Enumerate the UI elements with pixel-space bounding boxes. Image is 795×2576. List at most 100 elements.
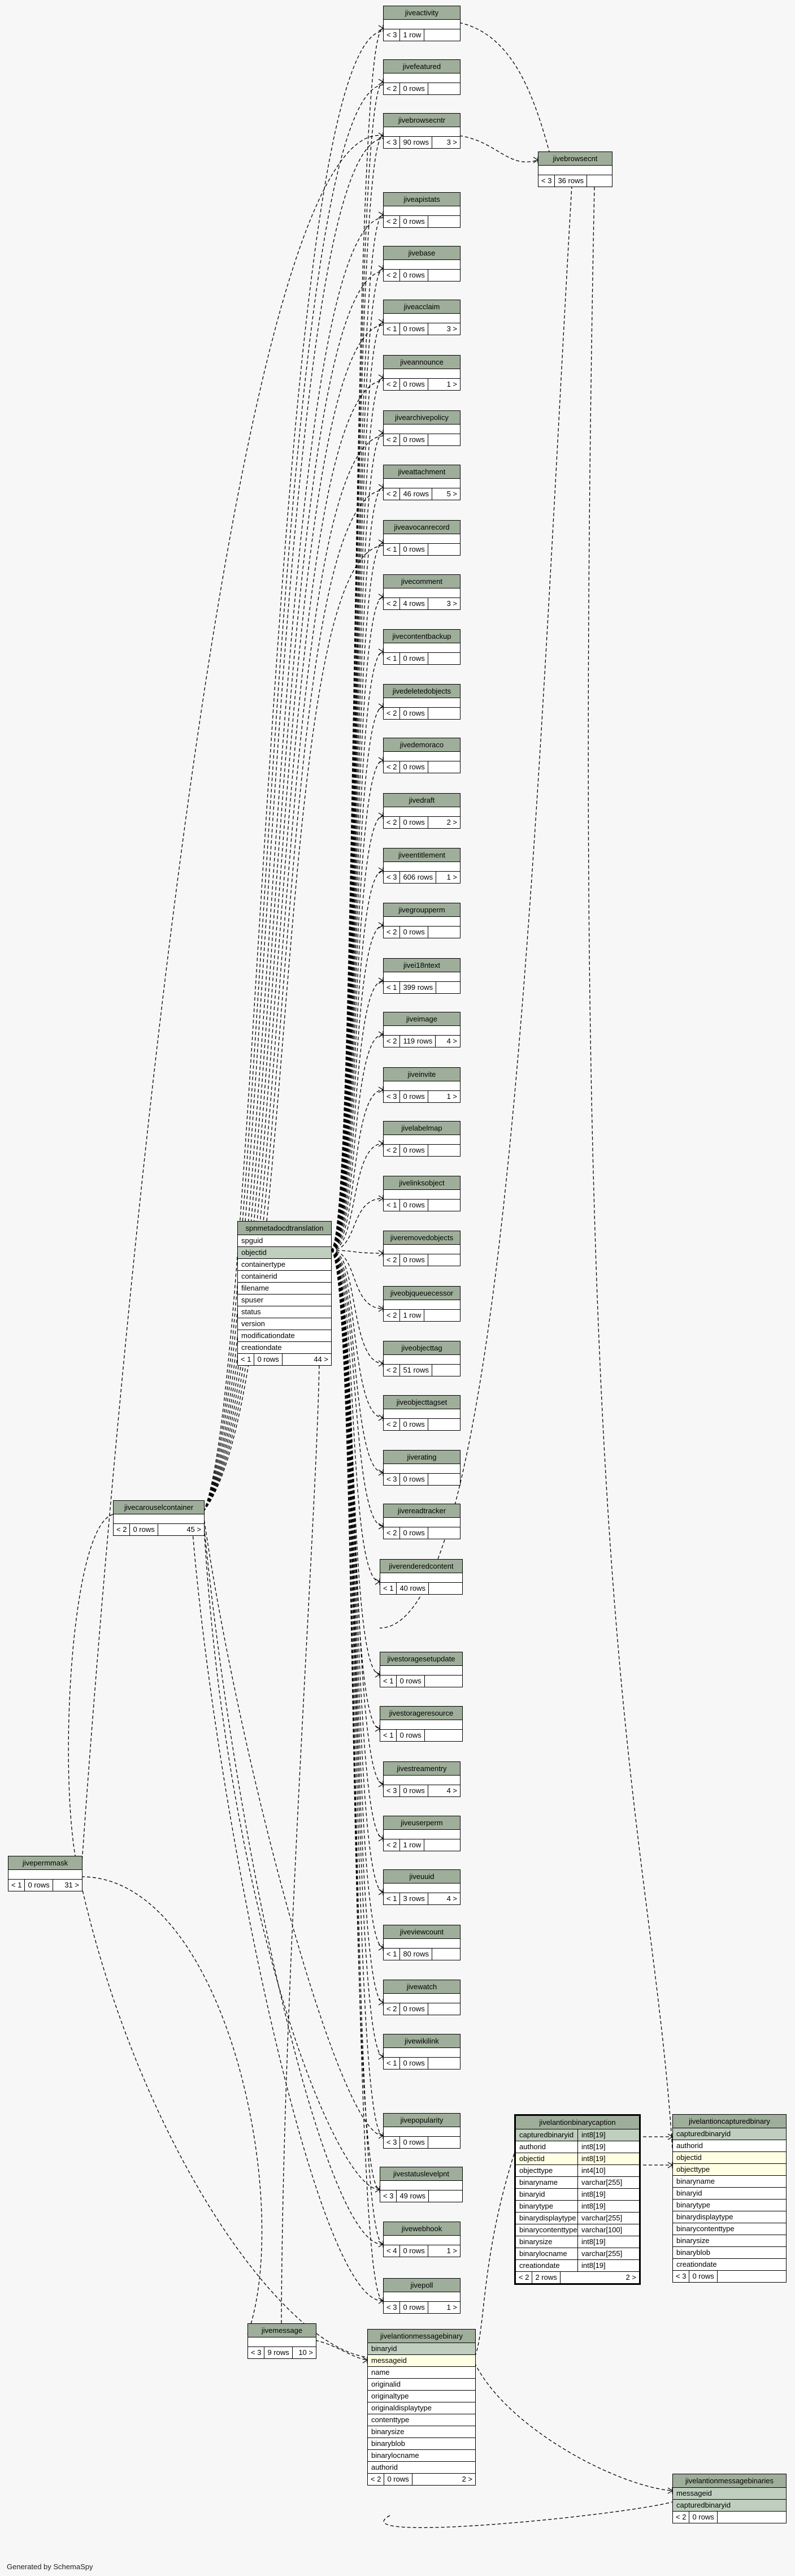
table-title[interactable]: jivestoragesetupdate (380, 1652, 462, 1666)
column-row[interactable]: binarytype (673, 2200, 786, 2211)
table-title[interactable]: jivepermmask (8, 1856, 82, 1870)
table-title[interactable]: jivereadtracker (384, 1504, 460, 1518)
table-title[interactable]: jivewatch (384, 1980, 460, 1994)
table-title[interactable]: jivecarouselcontainer (114, 1501, 204, 1514)
column-row[interactable]: binaryid (368, 2343, 475, 2355)
column-row[interactable]: binarysize (673, 2235, 786, 2247)
table-title[interactable]: jiveobjecttagset (384, 1396, 460, 1409)
table-title[interactable]: jiveobjqueuecessor (384, 1287, 460, 1300)
column-row[interactable]: objecttype (673, 2164, 786, 2176)
column-row[interactable]: contenttype (368, 2414, 475, 2426)
table-title[interactable]: jiveactivity (384, 6, 460, 20)
column-row[interactable]: originaldisplaytype (368, 2402, 475, 2414)
column-row[interactable]: capturedbinaryid (673, 2128, 786, 2140)
table-title[interactable]: spnmetadocdtranslation (238, 1222, 331, 1235)
column-row[interactable]: binaryname (673, 2176, 786, 2188)
table-title[interactable]: jiveapistats (384, 193, 460, 206)
column-row[interactable]: originalid (368, 2379, 475, 2391)
table-title[interactable]: jivegroupperm (384, 903, 460, 917)
column-row[interactable]: version (238, 1318, 331, 1330)
column-row[interactable]: binarycontenttype (673, 2223, 786, 2235)
table-title[interactable]: jivelabelmap (384, 1122, 460, 1135)
column-row[interactable]: objectid (238, 1247, 331, 1259)
column-row[interactable]: containertype (238, 1259, 331, 1271)
column-row[interactable]: binarydisplaytype (673, 2211, 786, 2223)
column-row[interactable]: authorid (673, 2140, 786, 2152)
column-row[interactable]: modificationdate (238, 1330, 331, 1342)
table-title[interactable]: jiveentitlement (384, 848, 460, 862)
column-row[interactable]: creationdate (238, 1342, 331, 1354)
table-title[interactable]: jiveacclaim (384, 300, 460, 314)
table-title[interactable]: jivefeatured (384, 60, 460, 73)
table-title[interactable]: jiveannounce (384, 356, 460, 369)
table-title[interactable]: jivepopularity (384, 2114, 460, 2127)
table-title[interactable]: jivelinksobject (384, 1176, 460, 1190)
column-row[interactable]: binaryblob (368, 2438, 475, 2450)
table-title[interactable]: jiveremovedobjects (384, 1231, 460, 1245)
table-title[interactable]: jivebase (384, 246, 460, 260)
table-title[interactable]: jivestorageresource (380, 1707, 462, 1720)
table-title[interactable]: jiveinvite (384, 1068, 460, 1081)
column-row[interactable]: name (368, 2367, 475, 2379)
table-title[interactable]: jivewebhook (384, 2222, 460, 2236)
column-row[interactable]: objectid (673, 2152, 786, 2164)
table-title[interactable]: jivelantionbinarycaption (516, 2116, 639, 2129)
table-title[interactable]: jivecontentbackup (384, 630, 460, 643)
table-title[interactable]: jivedemoraco (384, 738, 460, 752)
table-title[interactable]: jiverenderedcontent (380, 1560, 462, 1573)
table-title[interactable]: jiveuuid (384, 1870, 460, 1884)
table-title[interactable]: jiveimage (384, 1012, 460, 1026)
column-row[interactable]: binarylocname (368, 2450, 475, 2462)
column-row[interactable]: spguid (238, 1235, 331, 1247)
table-title[interactable]: jivedeletedobjects (384, 685, 460, 698)
table-title[interactable]: jivearchivepolicy (384, 411, 460, 425)
table-title[interactable]: jiveattachment (384, 465, 460, 479)
table-title[interactable]: jiverating (384, 1451, 460, 1464)
table-title[interactable]: jivestatuslevelpnt (380, 2167, 462, 2181)
column-row[interactable]: binaryid (673, 2188, 786, 2200)
table-title[interactable]: jiveavocanrecord (384, 521, 460, 534)
table-title[interactable]: jivemessage (248, 2324, 316, 2337)
